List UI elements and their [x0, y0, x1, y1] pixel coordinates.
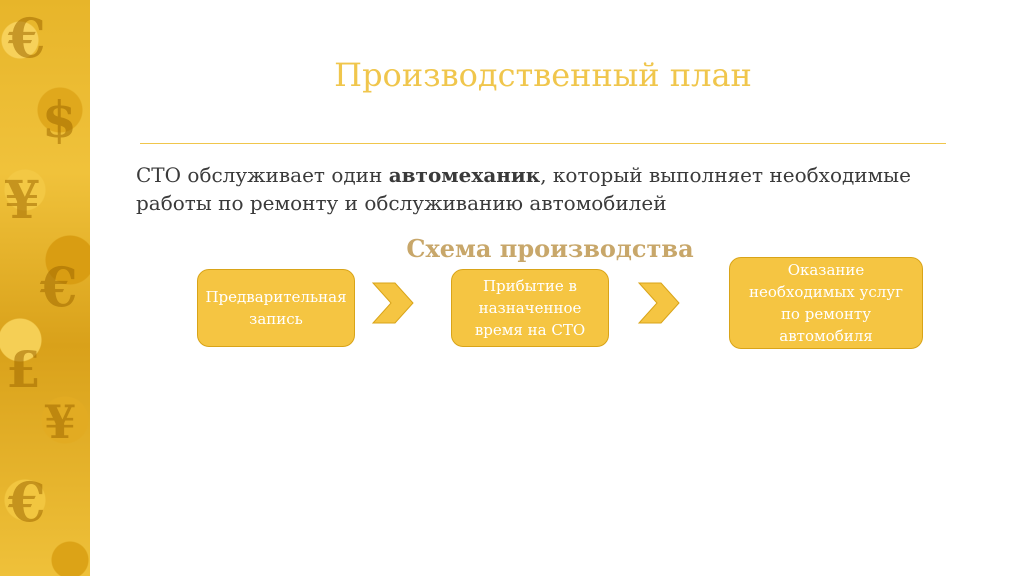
- euro-symbol-icon: €: [8, 6, 46, 70]
- step-box-services: Оказание необходимых услуг по ремонту ав…: [729, 257, 923, 349]
- yen-symbol-icon: ¥: [4, 170, 41, 231]
- step-box-arrival: Прибытие в назначенное время на СТО: [451, 269, 609, 347]
- body-text-suffix: , который выполняет необходимые работы п…: [136, 163, 911, 215]
- step-box-preregistration: Предварительная запись: [197, 269, 355, 347]
- yen-symbol-icon: ¥: [44, 395, 77, 449]
- step-label: Предварительная запись: [205, 288, 347, 328]
- chevron-right-icon: [637, 282, 680, 324]
- step-label: Прибытие в назначенное время на СТО: [474, 277, 586, 339]
- step-label: Оказание необходимых услуг по ремонту ав…: [749, 261, 903, 345]
- decorative-currency-panel: € $ ¥ € £ ¥ €: [0, 0, 90, 576]
- euro-symbol-icon: €: [8, 470, 46, 534]
- slide-title: Производственный план: [334, 56, 752, 94]
- body-text-prefix: СТО обслуживает один: [136, 163, 389, 187]
- diagram-title: Схема производства: [406, 234, 694, 263]
- dollar-symbol-icon: $: [42, 90, 77, 149]
- euro-symbol-icon: €: [40, 255, 78, 319]
- chevron-right-icon: [371, 282, 414, 324]
- body-text-bold: автомеханик: [388, 163, 541, 187]
- slide-body-text: СТО обслуживает один автомеханик, которы…: [136, 161, 956, 217]
- pound-symbol-icon: £: [6, 340, 41, 399]
- title-divider: [140, 143, 946, 144]
